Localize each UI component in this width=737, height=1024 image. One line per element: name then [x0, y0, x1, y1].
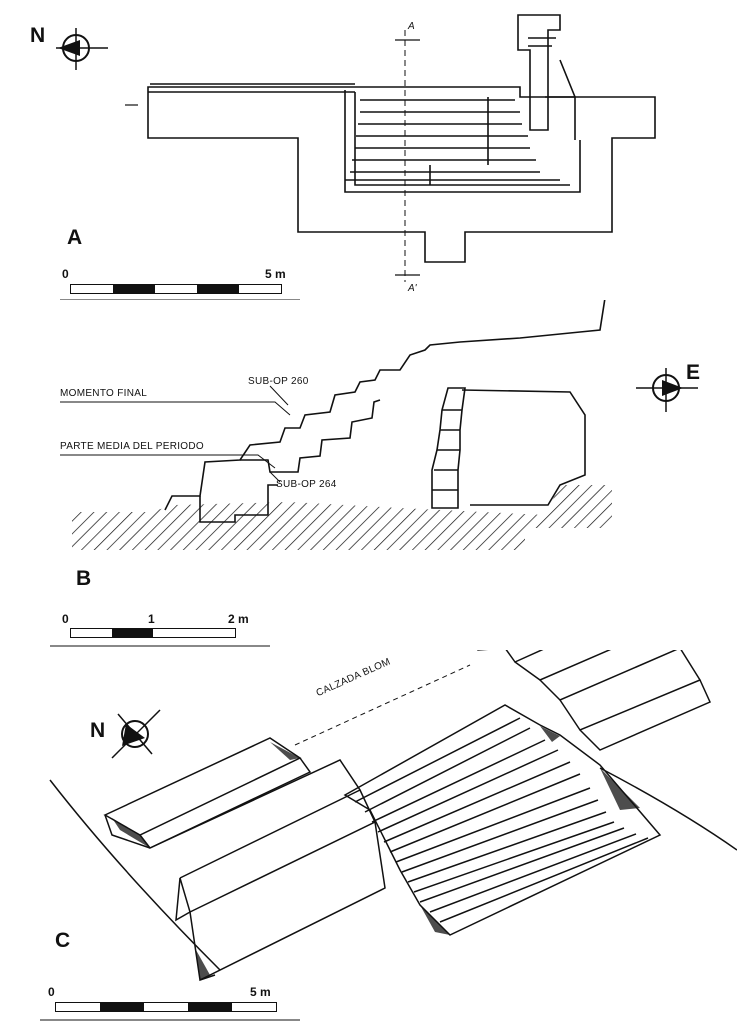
north-arrow-icon [56, 28, 108, 70]
label-sub-op-260: SUB-OP 260 [248, 376, 309, 387]
label-sub-op-264: SUB-OP 264 [276, 479, 337, 490]
scale-bar-b [70, 628, 236, 638]
scale-a-end: 5 m [265, 267, 286, 281]
scale-c-end: 5 m [250, 985, 271, 999]
scale-b-end: 2 m [228, 612, 249, 626]
east-label: E [686, 361, 701, 384]
panel-c-label: C [55, 929, 71, 952]
section-label-bottom: A' [408, 283, 417, 294]
north-label: N [30, 24, 46, 47]
panel-c-isometric: N CALZADA BLOM C 0 5 m [0, 650, 737, 1024]
note-parte-media: PARTE MEDIA DEL PERIODO [60, 441, 204, 452]
plan-drawing [56, 14, 656, 300]
scale-bar-c [55, 1002, 277, 1012]
north-arrow-oblique-icon [111, 709, 161, 759]
east-arrow-icon [636, 368, 698, 412]
section-label-top: A [408, 21, 415, 32]
panel-a-label: A [67, 226, 83, 249]
scale-b-mid: 1 [148, 612, 155, 626]
isometric-drawing [40, 650, 737, 1021]
panel-a-plan: N A A' A 0 5 m [0, 0, 737, 300]
scale-a-start: 0 [62, 267, 69, 281]
section-drawing [50, 300, 698, 647]
scale-bar-a [70, 284, 282, 294]
panel-b-section: E MOMENTO FINAL PARTE MEDIA DEL PERIODO … [0, 300, 737, 650]
panel-b-label: B [76, 567, 92, 590]
north-label-c: N [90, 719, 106, 742]
scale-c-start: 0 [48, 985, 55, 999]
note-momento-final: MOMENTO FINAL [60, 388, 148, 399]
scale-b-start: 0 [62, 612, 69, 626]
